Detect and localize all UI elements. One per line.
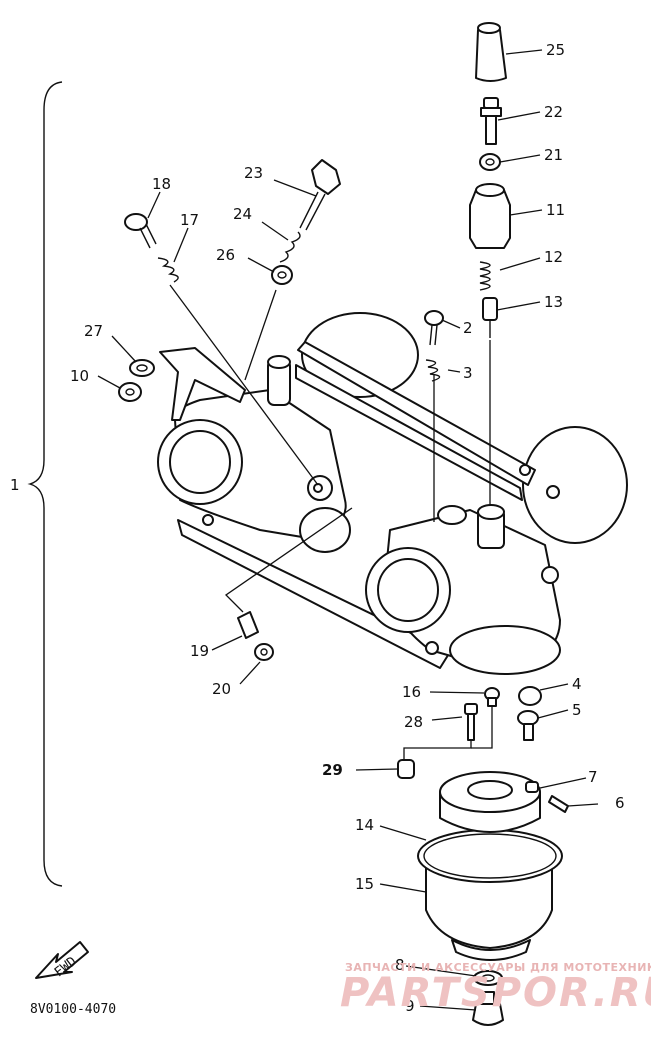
part-22-jet-holder — [480, 97, 502, 145]
part-27-washer — [129, 359, 155, 377]
callout-11: 11 — [546, 201, 565, 219]
callout-17: 17 — [180, 211, 199, 229]
part-19-pin — [237, 611, 259, 639]
callout-21: 21 — [544, 146, 563, 164]
callout-8: 8 — [395, 956, 405, 974]
callout-25: 25 — [546, 41, 565, 59]
callout-22: 22 — [544, 103, 563, 121]
part-13-needle — [482, 297, 498, 338]
callout-24: 24 — [233, 205, 252, 223]
part-6-pin — [548, 795, 569, 813]
fwd-arrow-icon: FWD — [35, 941, 89, 980]
part-3-spring — [425, 359, 441, 382]
callout-1: 1 — [10, 476, 20, 494]
part-9-bolt — [472, 991, 504, 1026]
callout-7: 7 — [588, 768, 598, 786]
callout-28: 28 — [404, 713, 423, 731]
drawing-code: 8V0100-4070 — [30, 1002, 116, 1017]
callout-20: 20 — [212, 680, 231, 698]
callout-10: 10 — [70, 367, 89, 385]
part-21-nut — [479, 153, 501, 171]
callout-9: 9 — [405, 997, 415, 1015]
part-24-spring — [279, 231, 301, 263]
callout-15: 15 — [355, 875, 374, 893]
callout-23: 23 — [244, 164, 263, 182]
part-8-washer — [473, 970, 503, 986]
callout-14: 14 — [355, 816, 374, 834]
part-5-screw — [517, 710, 539, 741]
callout-26: 26 — [216, 246, 235, 264]
part-11-main-jet-housing — [469, 183, 511, 249]
callout-16: 16 — [402, 683, 421, 701]
assembly-bracket — [27, 81, 63, 887]
callout-19: 19 — [190, 642, 209, 660]
part-16-jet — [484, 687, 500, 707]
part-20-nut — [254, 643, 274, 661]
callout-3: 3 — [463, 364, 473, 382]
carburetor-body — [157, 312, 628, 675]
part-15-float-bowl — [425, 859, 553, 961]
callout-18: 18 — [152, 175, 171, 193]
part-10-nut — [118, 382, 142, 402]
callout-13: 13 — [544, 293, 563, 311]
part-2-screw — [424, 310, 444, 346]
part-23-adjuster-screw — [299, 159, 341, 231]
part-14-o-ring — [417, 829, 563, 883]
watermark-logo: PARTSPOR.RU — [340, 970, 651, 1016]
part-18-screw — [124, 213, 157, 249]
callout-6: 6 — [615, 794, 625, 812]
part-12-spring — [479, 261, 491, 291]
callout-29: 29 — [322, 761, 343, 779]
callout-4: 4 — [572, 675, 582, 693]
part-29-drain-plug — [397, 759, 415, 779]
callout-5: 5 — [572, 701, 582, 719]
callout-27: 27 — [84, 322, 103, 340]
callout-12: 12 — [544, 248, 563, 266]
part-17-spring — [157, 257, 179, 283]
part-26-nut — [271, 265, 293, 285]
callout-2: 2 — [463, 319, 473, 337]
watermark-tagline: ЗАПЧАСТИ И АКСЕССУАРЫ ДЛЯ МОТОТЕХНИКИ — [345, 961, 651, 974]
part-4-nut — [518, 686, 542, 706]
part-25-cap — [475, 22, 507, 82]
part-7-float — [439, 771, 541, 833]
part-28-jet — [464, 703, 478, 741]
